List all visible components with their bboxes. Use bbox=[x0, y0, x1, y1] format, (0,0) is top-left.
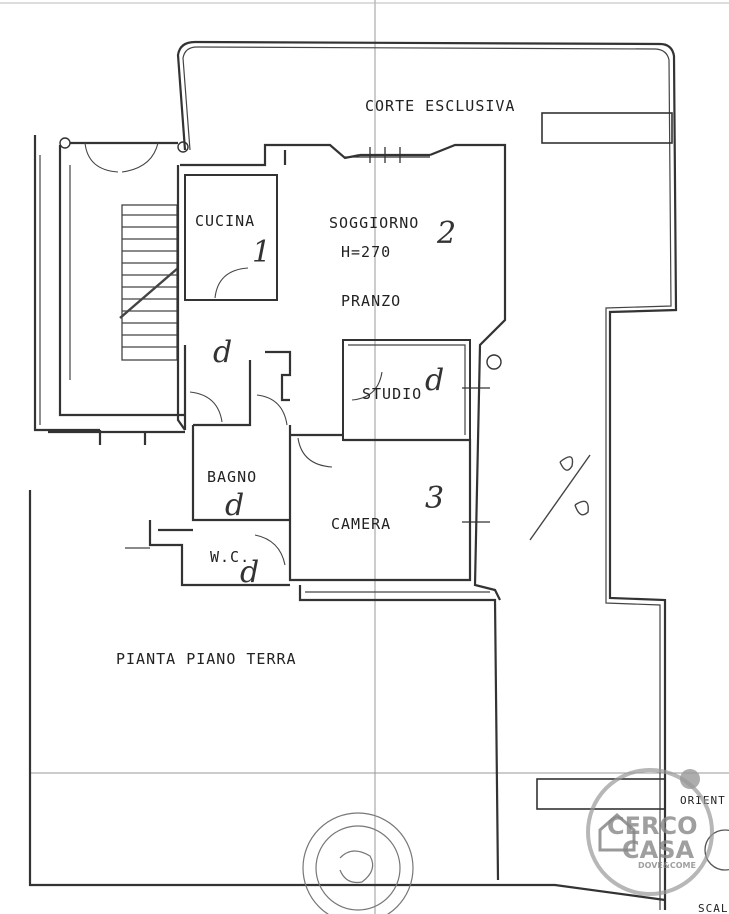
compass-circle bbox=[704, 829, 729, 871]
courtyard-bar-bottom bbox=[536, 778, 666, 810]
label-cucina: CUCINA bbox=[195, 212, 255, 230]
handwritten-3: 3 bbox=[425, 481, 444, 516]
label-corte-esclusiva: CORTE ESCLUSIVA bbox=[365, 97, 515, 115]
label-wc: W.C. bbox=[210, 548, 250, 566]
handwritten-d-corridor: d bbox=[213, 335, 232, 370]
office-stamp bbox=[302, 812, 414, 914]
handwritten-mark bbox=[529, 454, 591, 541]
apartment-walls bbox=[125, 143, 507, 601]
label-scal: SCAL bbox=[698, 902, 729, 914]
label-room-height: H=270 bbox=[341, 243, 391, 261]
cercocasa-logo: CERCO CASA DOVE&COME bbox=[586, 768, 714, 896]
label-camera: CAMERA bbox=[331, 515, 391, 533]
logo-tagline: DOVE&COME bbox=[638, 861, 696, 870]
handwritten-d-studio: d bbox=[425, 363, 444, 398]
logo-text-casa: CASA bbox=[622, 836, 694, 864]
handwritten-1: 1 bbox=[252, 235, 271, 270]
handwritten-d-bagno: d bbox=[225, 488, 244, 523]
plan-title: PIANTA PIANO TERRA bbox=[116, 650, 297, 668]
lower-boundary bbox=[28, 490, 666, 902]
label-studio: STUDIO bbox=[362, 385, 422, 403]
handwritten-d-wc: d bbox=[240, 555, 259, 590]
stair-steps bbox=[119, 204, 179, 361]
logo-text-cerco: CERCO bbox=[607, 812, 698, 840]
handwritten-2: 2 bbox=[436, 216, 456, 251]
courtyard-bar-top bbox=[541, 112, 673, 144]
courtyard-outline bbox=[176, 40, 678, 910]
window-marks bbox=[345, 147, 430, 163]
label-pranzo: PRANZO bbox=[341, 292, 401, 310]
label-soggiorno: SOGGIORNO bbox=[329, 214, 419, 232]
staircase-block bbox=[33, 135, 189, 445]
label-bagno: BAGNO bbox=[207, 468, 257, 486]
